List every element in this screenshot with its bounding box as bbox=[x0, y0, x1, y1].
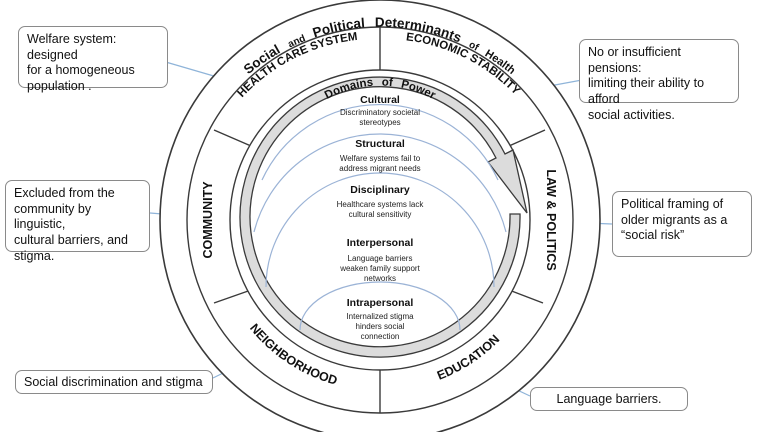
divider-bottom-right bbox=[508, 289, 544, 304]
callout-line: older migrants as a bbox=[621, 212, 728, 227]
arc-disciplinary bbox=[253, 133, 507, 233]
domain-title: Interpersonal bbox=[347, 237, 414, 249]
callout-line: social activities. bbox=[588, 107, 675, 122]
domain-desc-line: Welfare systems fail to bbox=[340, 154, 421, 163]
callout-line: Language barriers. bbox=[556, 392, 662, 406]
divider-top-right bbox=[508, 129, 546, 147]
domain-desc-line: Discriminatory societal bbox=[340, 108, 420, 117]
domain-desc-line: stereotypes bbox=[359, 118, 400, 127]
arc-interpersonal bbox=[265, 172, 495, 288]
callout-line: population . bbox=[27, 78, 92, 93]
callout-line: Welfare system: designed bbox=[27, 32, 117, 62]
domain-title: Intrapersonal bbox=[347, 297, 414, 309]
segment-dividers bbox=[213, 27, 546, 413]
divider-top-left bbox=[213, 129, 252, 147]
domain-desc-line: cultural sensitivity bbox=[349, 210, 412, 219]
callout-welfare: Welfare system: designed for a homogeneo… bbox=[18, 26, 168, 93]
callout-line: “social risk” bbox=[621, 228, 685, 243]
domain-desc-line: connection bbox=[361, 332, 400, 341]
callout-line: Political framing of bbox=[621, 197, 724, 211]
domain-desc-line: Language barriers bbox=[348, 254, 413, 263]
segment-community: COMMUNITY bbox=[201, 181, 215, 259]
domain-desc-line: weaken family support bbox=[339, 264, 420, 273]
arc-structural bbox=[261, 103, 499, 181]
callout-line: Social discrimination and stigma bbox=[24, 375, 203, 389]
domain-desc-line: Internalized stigma bbox=[346, 312, 414, 321]
callout-language: Language barriers. bbox=[530, 387, 688, 411]
domain-arcs bbox=[253, 103, 507, 331]
domain-disciplinary: Disciplinary Healthcare systems lack cul… bbox=[337, 184, 425, 219]
domain-structural: Structural Welfare systems fail to addre… bbox=[339, 138, 420, 173]
domain-desc-line: networks bbox=[364, 274, 396, 283]
arc-intrapersonal bbox=[299, 281, 461, 331]
callout-political: Political framing of older migrants as a… bbox=[612, 191, 752, 257]
callout-line: Excluded from the bbox=[14, 186, 115, 200]
domain-title: Disciplinary bbox=[350, 184, 410, 196]
callout-line: stigma. bbox=[14, 248, 55, 263]
callout-line: for a homogeneous bbox=[27, 63, 135, 78]
callout-line: limiting their ability to afford bbox=[588, 76, 705, 106]
power-word-of: of bbox=[381, 77, 401, 91]
callout-community: Excluded from the community by linguisti… bbox=[5, 180, 150, 263]
inner-circle bbox=[229, 69, 531, 371]
power-arrow bbox=[239, 76, 528, 358]
domain-interpersonal: Interpersonal Language barriers weaken f… bbox=[339, 237, 420, 283]
callout-line: No or insufficient pensions: bbox=[588, 45, 681, 75]
domain-title: Cultural bbox=[360, 94, 400, 106]
callout-line: community by linguistic, bbox=[14, 201, 92, 232]
domain-desc-line: Healthcare systems lack bbox=[337, 200, 425, 209]
domain-title: Structural bbox=[355, 138, 405, 150]
divider-bottom-left bbox=[213, 289, 252, 304]
domain-desc-line: hinders social bbox=[356, 322, 405, 331]
domain-cultural: Cultural Discriminatory societal stereot… bbox=[340, 94, 420, 127]
callout-line: cultural barriers, and bbox=[14, 232, 128, 247]
callout-discrimination: Social discrimination and stigma bbox=[15, 370, 213, 394]
segment-law: LAW & POLITICS bbox=[544, 169, 558, 270]
domain-desc-line: address migrant needs bbox=[339, 164, 420, 173]
callout-pensions: No or insufficient pensions: limiting th… bbox=[579, 39, 739, 122]
domain-intrapersonal: Intrapersonal Internalized stigma hinder… bbox=[346, 297, 414, 341]
